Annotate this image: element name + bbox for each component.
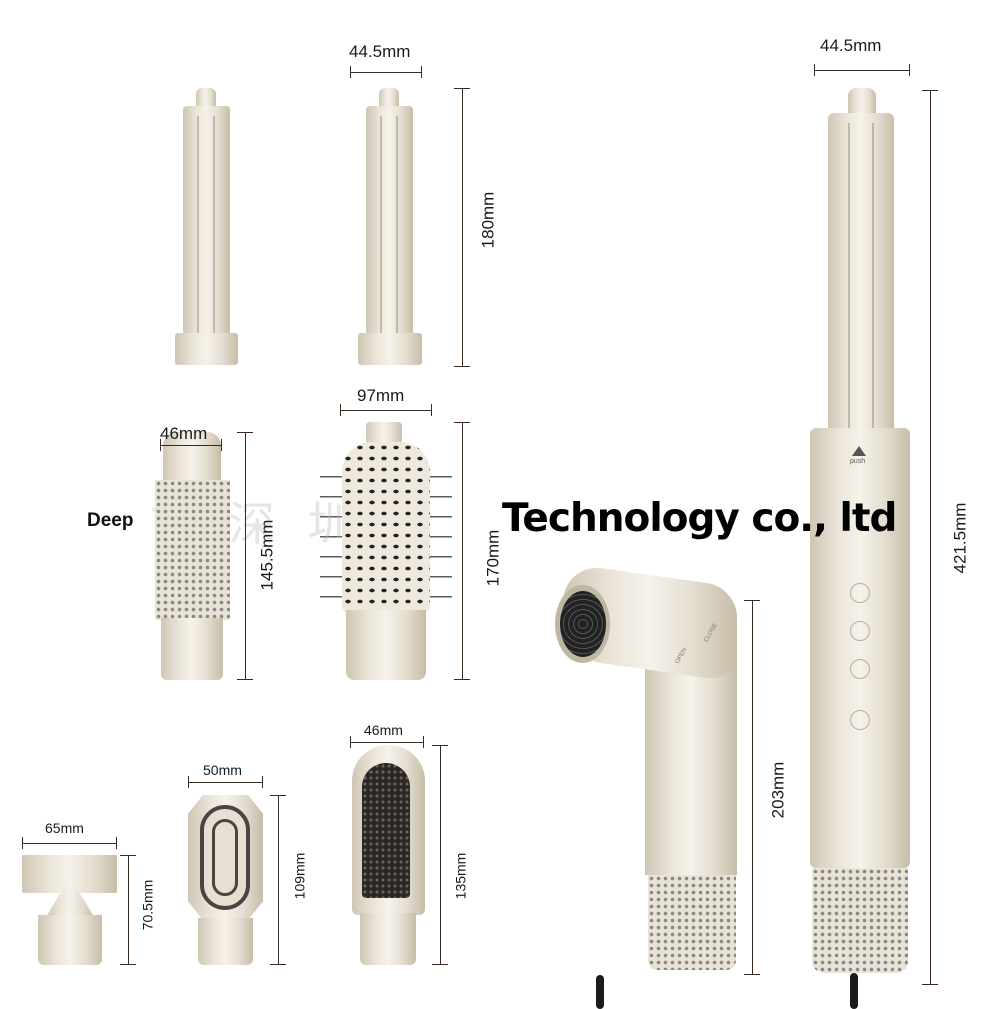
concentrator-length-line xyxy=(120,855,136,965)
diffuser-length-line xyxy=(270,795,286,965)
styler-width-label: 44.5mm xyxy=(820,36,882,55)
round-brush-length-line xyxy=(237,432,253,680)
speed-button[interactable] xyxy=(850,621,870,641)
concentrator-nozzle xyxy=(22,855,117,965)
round-brush-attachment xyxy=(155,432,230,680)
round-brush-width-line xyxy=(160,439,222,451)
concentrator-width-line xyxy=(22,837,117,849)
round-brush-length-label: 145.5mm xyxy=(257,519,277,591)
barrel-length-line xyxy=(454,88,470,367)
flat-brush-length-line xyxy=(432,745,448,965)
diffuser-width-label: 50mm xyxy=(203,762,242,778)
diffuser-attachment xyxy=(188,795,263,965)
round-brush-width-label: 46mm xyxy=(160,424,208,443)
full-styler: push xyxy=(808,88,912,1009)
paddle-brush-width-label: 97mm xyxy=(357,386,405,405)
watermark-deep: Deep xyxy=(87,510,134,531)
styler-length-line xyxy=(922,90,938,985)
flat-brush-width-label: 46mm xyxy=(364,722,403,738)
paddle-brush-width-line xyxy=(340,404,432,416)
concentrator-width-label: 65mm xyxy=(45,820,84,836)
styler-width-line xyxy=(814,64,910,76)
dryer-height-label: 203mm xyxy=(768,761,788,819)
paddle-brush-attachment xyxy=(320,422,452,680)
flat-brush-attachment xyxy=(352,745,425,965)
paddle-brush-length-line xyxy=(454,422,470,680)
heat-button[interactable] xyxy=(850,659,870,679)
paddle-brush-length-label: 170mm xyxy=(483,529,503,587)
power-button[interactable] xyxy=(850,583,870,603)
hair-dryer-mode: OPEN CLOSE xyxy=(553,562,738,1009)
curling-barrel-left xyxy=(175,88,238,365)
cool-shot-button[interactable] xyxy=(850,710,870,730)
diffuser-width-line xyxy=(188,776,263,788)
push-label: push xyxy=(850,458,866,465)
flat-brush-length-label: 135mm xyxy=(452,852,469,900)
watermark-company: Technology co., ltd xyxy=(502,496,897,541)
barrel-width-label: 44.5mm xyxy=(349,42,411,61)
styler-length-label: 421.5mm xyxy=(950,502,970,574)
barrel-length-label: 180mm xyxy=(478,191,498,249)
concentrator-length-label: 70.5mm xyxy=(139,879,156,931)
dryer-height-line xyxy=(744,600,760,975)
barrel-width-line xyxy=(350,66,422,78)
curling-barrel-right xyxy=(358,88,422,365)
flat-brush-width-line xyxy=(350,736,424,748)
diffuser-length-label: 109mm xyxy=(291,852,308,900)
